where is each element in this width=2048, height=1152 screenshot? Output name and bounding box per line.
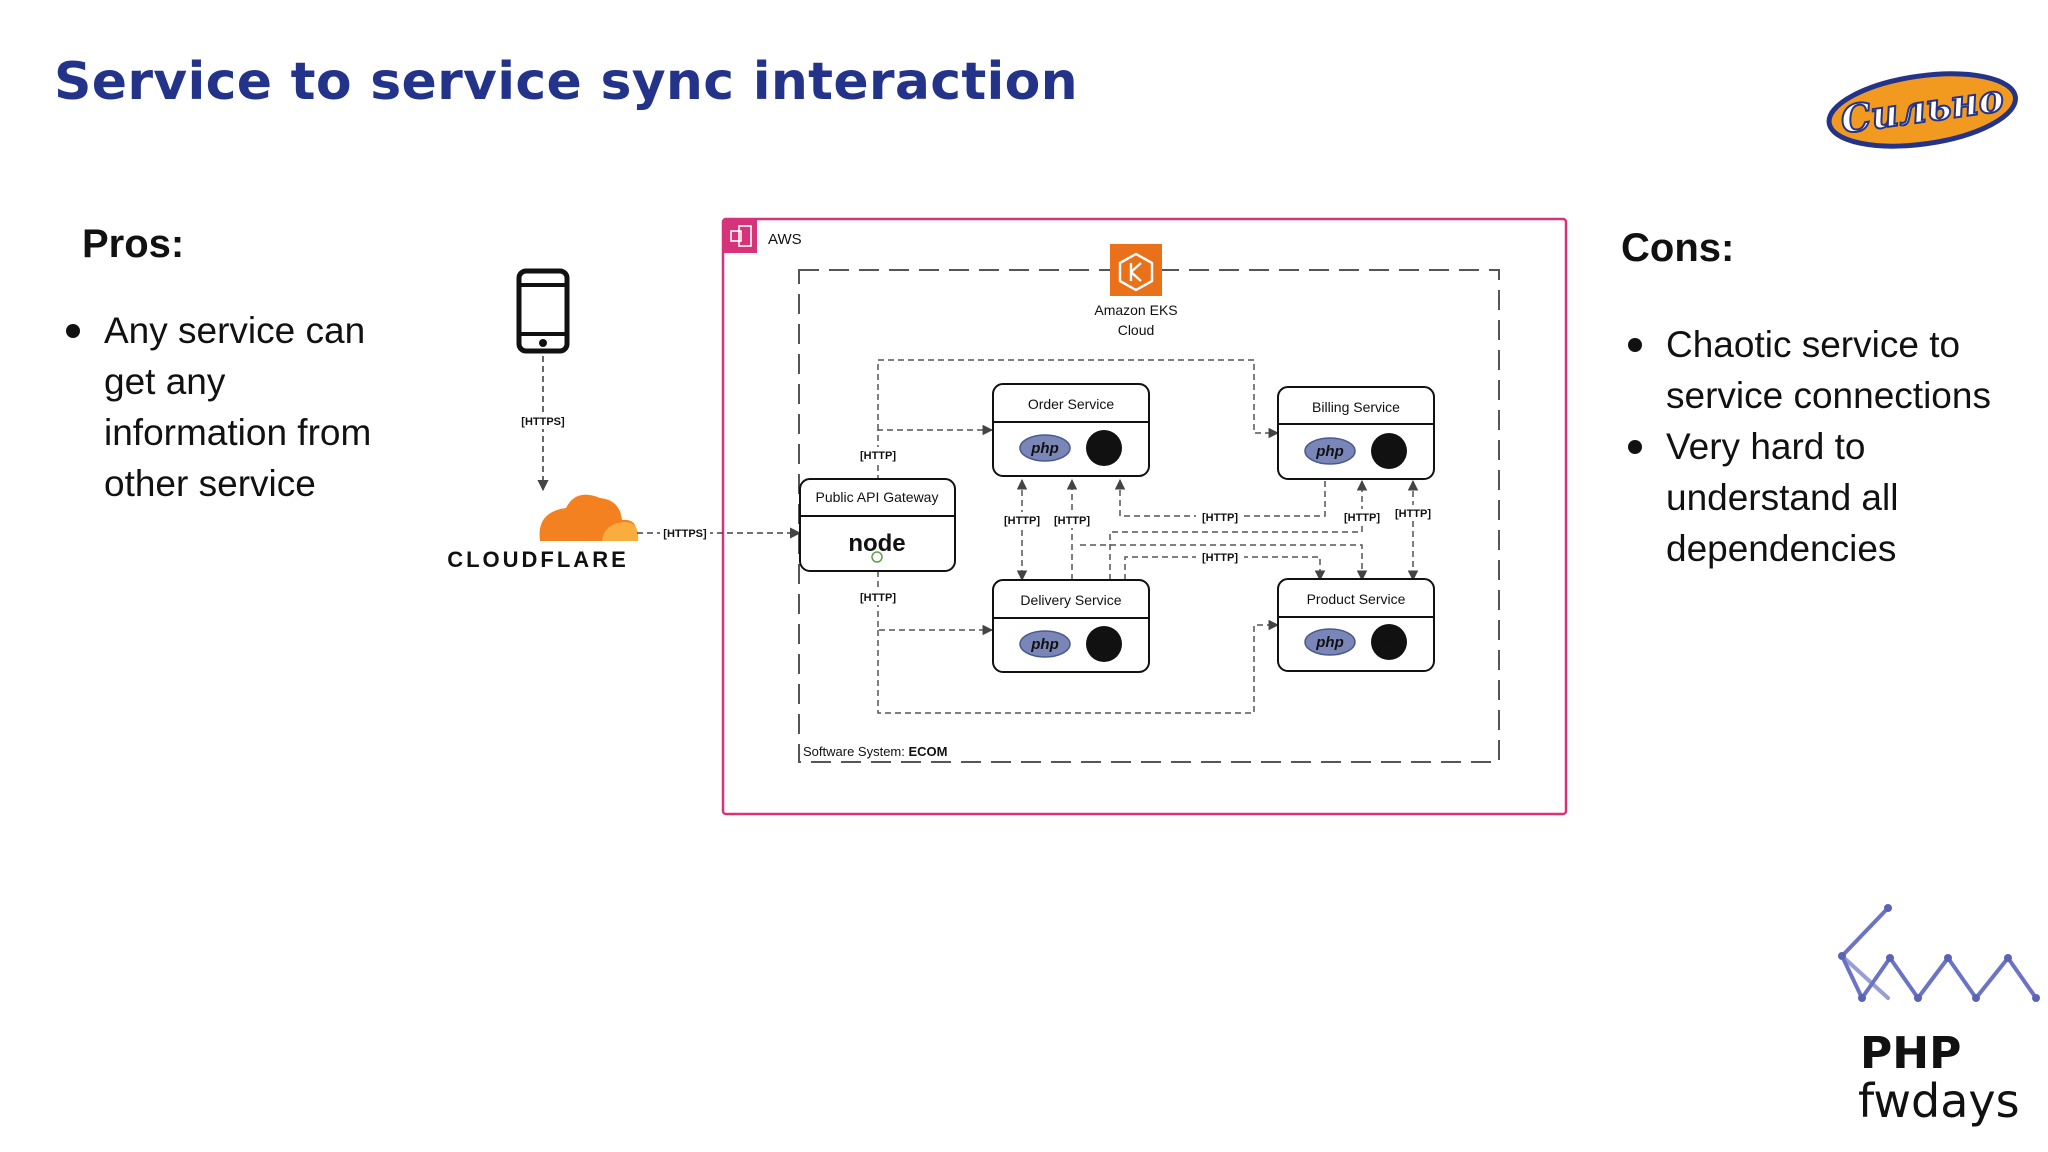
symfony-logo-text: sf: [1381, 443, 1398, 462]
php-logo-text: php: [1030, 636, 1059, 653]
edge-label-gateway-order: [HTTP]: [860, 450, 896, 462]
edge-label-billing-order: [HTTP]: [1202, 512, 1238, 524]
edge-label-delivery-billing: [HTTP]: [1344, 512, 1380, 524]
php-logo-icon: [1019, 434, 1071, 462]
pros-heading: Pros:: [82, 222, 185, 266]
service-order: Order Service php sf: [992, 383, 1150, 477]
service-delivery: Delivery Service php sf: [992, 579, 1150, 673]
php-logo-icon: [1304, 437, 1356, 465]
edge-gateway-billing: [877, 359, 1280, 439]
edge-label-billing-product: [HTTP]: [1395, 508, 1431, 520]
event-name-line2: fwdays: [1858, 1074, 2020, 1128]
cons-item-line: Very hard to: [1666, 426, 1866, 467]
symfony-logo-icon: [1086, 430, 1122, 466]
symfony-logo-text: sf: [1381, 634, 1398, 653]
symfony-logo-icon: [1371, 433, 1407, 469]
system-label-prefix: Software System:: [803, 744, 908, 759]
event-name-line1: PHP: [1860, 1028, 1962, 1079]
php-logo-text: php: [1315, 443, 1344, 460]
cons-heading: Cons:: [1621, 226, 1735, 270]
service-gateway-label: Public API Gateway: [816, 489, 939, 505]
eks-label-line1: Amazon EKS: [1094, 302, 1177, 318]
edge-order-product: [1080, 544, 1368, 582]
edge-label-delivery-product: [HTTP]: [1202, 552, 1238, 564]
edge-label-cloudflare-gateway: [HTTPS]: [663, 528, 707, 540]
eks-label-line2: Cloud: [1118, 322, 1155, 338]
slide-title: Service to service sync interaction: [54, 52, 1078, 112]
pros-item-line: get any: [104, 361, 226, 402]
system-label-name: ECOM: [908, 744, 947, 759]
aws-icon: [723, 219, 757, 253]
eks-icon: [1110, 244, 1162, 296]
pros-item: Any service can get any information from ot…: [66, 305, 396, 509]
service-billing: Billing Service php sf: [1277, 386, 1435, 480]
pros-item-line: information from: [104, 412, 372, 453]
edge-label-gateway-delivery: [HTTP]: [860, 592, 896, 604]
php-logo-text: php: [1315, 634, 1344, 651]
sylno-logo: Сильно: [1826, 71, 2018, 149]
edge-label-phone-cloudflare: [HTTPS]: [521, 416, 565, 428]
edge-label-order-delivery: [HTTP]: [1004, 515, 1040, 527]
symfony-logo-text: sf: [1096, 440, 1113, 459]
php-logo-text: php: [1030, 440, 1059, 457]
cons-item-line: understand all: [1666, 477, 1899, 518]
cons-item: Chaotic service to service connections: [1628, 319, 2028, 421]
aws-frame: [721, 217, 1568, 816]
pros-item-line: Any service can: [104, 310, 366, 351]
php-logo-icon: [1304, 628, 1356, 656]
cons-item: Very hard to understand all dependencies: [1628, 421, 2028, 574]
edge-delivery-billing: [1109, 479, 1368, 580]
service-order-label: Order Service: [1028, 396, 1115, 412]
mobile-phone-icon: [516, 268, 570, 354]
service-product-label: Product Service: [1307, 591, 1406, 607]
symfony-logo-text: sf: [1096, 636, 1113, 655]
nodejs-hex-icon: [871, 551, 883, 563]
cloudflare-wordmark: CLOUDFLARE: [447, 547, 629, 572]
edge-gateway-product: [877, 619, 1280, 714]
edge-label-delivery-order: [HTTP]: [1054, 515, 1090, 527]
symfony-logo-icon: [1086, 626, 1122, 662]
fwdays-mark-icon: [1838, 904, 2040, 1002]
system-label: Software System: ECOM: [803, 744, 947, 759]
edge-gateway-delivery: [877, 571, 994, 636]
symfony-logo-icon: [1371, 624, 1407, 660]
cons-item-line: service connections: [1666, 375, 1991, 416]
aws-label: AWS: [768, 231, 802, 248]
pros-list: Any service can get any information from ot…: [66, 305, 396, 509]
cons-item-line: Chaotic service to: [1666, 324, 1961, 365]
service-billing-label: Billing Service: [1312, 399, 1400, 415]
php-logo-icon: [1019, 630, 1071, 658]
nodejs-logo: node: [848, 530, 905, 557]
pros-item-line: other service: [104, 463, 316, 504]
service-gateway: Public API Gateway node: [799, 478, 956, 572]
service-delivery-label: Delivery Service: [1020, 592, 1121, 608]
service-product: Product Service php sf: [1277, 578, 1435, 672]
cons-item-line: dependencies: [1666, 528, 1897, 569]
cloudflare-logo: [539, 494, 639, 541]
